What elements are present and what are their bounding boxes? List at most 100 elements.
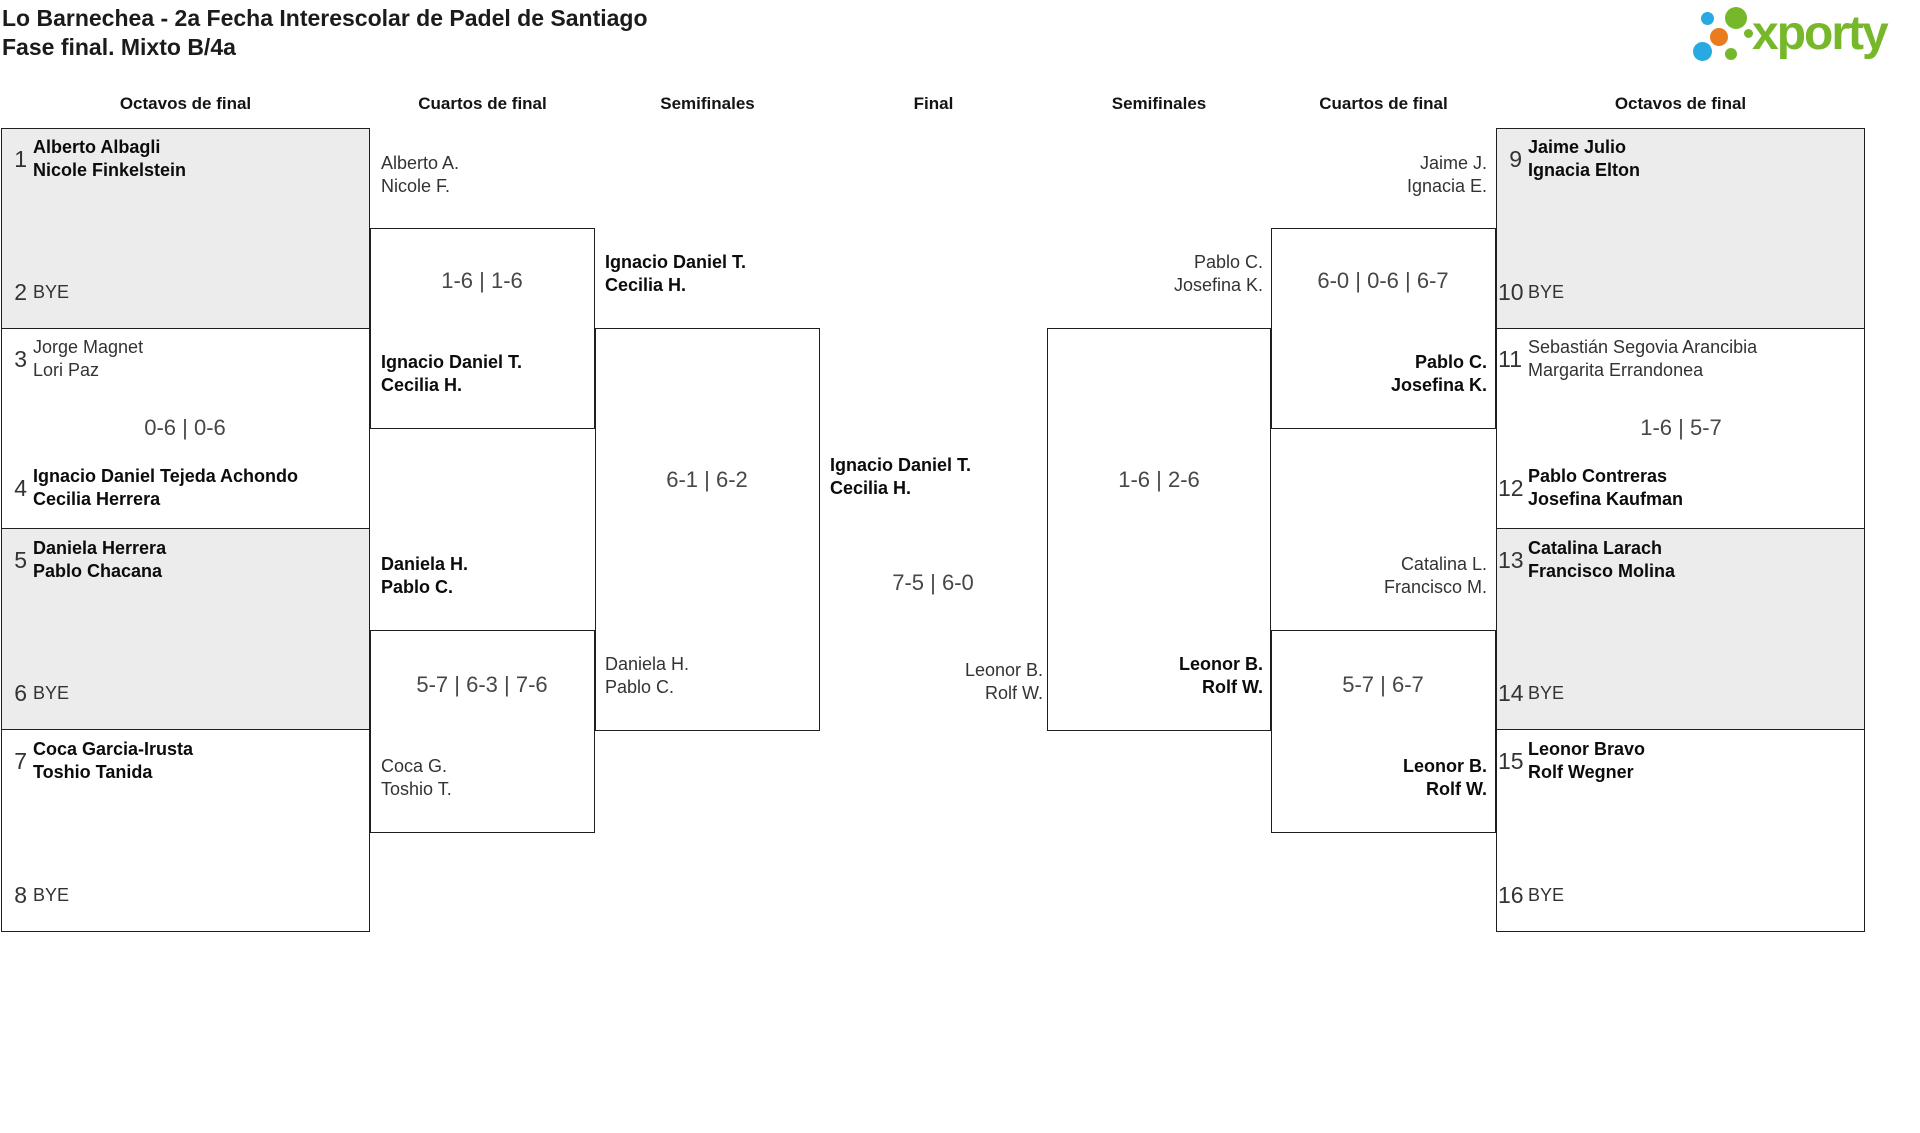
logo-dot-green-large-icon xyxy=(1725,7,1747,29)
seed-number: 9 xyxy=(1509,145,1522,172)
cuartos-left-box-2 xyxy=(370,630,595,833)
logo-wordmark: xporty xyxy=(1752,7,1889,60)
page-title-line-2: Fase final. Mixto B/4a xyxy=(2,34,236,60)
team-name: BYE xyxy=(1528,885,1565,905)
octavos-right-box-11-12 xyxy=(1496,328,1865,529)
seed-number: 8 xyxy=(14,882,27,908)
octavos-left-box-1-2 xyxy=(1,128,370,329)
logo-dot-orange-icon xyxy=(1710,28,1728,46)
seed-number: 11 xyxy=(1498,345,1522,372)
cuartos-left-2-top-team: Daniela H.Pablo C. xyxy=(381,554,469,597)
score-cuartos-right-1: 6-0 | 0-6 | 6-7 xyxy=(1317,268,1449,293)
team-name: BYE xyxy=(33,683,70,703)
header-semifinales-right: Semifinales xyxy=(1111,94,1207,113)
seed-number: 3 xyxy=(14,345,27,372)
score-semifinal-right: 1-6 | 2-6 xyxy=(1118,467,1200,492)
seed-number: 4 xyxy=(14,474,27,501)
octavos-left-box-7-8 xyxy=(1,729,370,932)
cuartos-right-2-top-team: Catalina L.Francisco M. xyxy=(1383,554,1487,597)
cuartos-left-box-1 xyxy=(370,228,595,429)
seed-number: 14 xyxy=(1498,680,1524,706)
seed-number: 7 xyxy=(14,747,27,774)
header-semifinales-left: Semifinales xyxy=(660,94,755,113)
score-final: 7-5 | 6-0 xyxy=(892,570,974,595)
seed-number: 2 xyxy=(14,279,27,305)
seed-number: 10 xyxy=(1498,279,1524,305)
team-name: BYE xyxy=(1528,282,1565,302)
score-octavos-right: 1-6 | 5-7 xyxy=(1640,415,1722,440)
seed-number: 12 xyxy=(1498,474,1524,501)
final-top-team: Ignacio Daniel T.Cecilia H. xyxy=(830,455,972,498)
cuartos-right-box-1 xyxy=(1271,228,1496,429)
semifinal-left-box xyxy=(595,328,820,731)
slot-seed-8: 8 BYE xyxy=(3,882,69,909)
page-title-line-1: Lo Barnechea - 2a Fecha Interescolar de … xyxy=(2,5,648,31)
seed-number: 5 xyxy=(14,546,27,573)
header-cuartos-right: Cuartos de final xyxy=(1319,94,1448,113)
cuartos-right-1-top-team: Jaime J.Ignacia E. xyxy=(1406,153,1487,196)
semifinal-left-bottom-team: Daniela H.Pablo C. xyxy=(605,654,690,697)
team-name: BYE xyxy=(1528,683,1565,703)
octavos-right-box-15-16 xyxy=(1496,729,1865,932)
score-semifinal-left: 6-1 | 6-2 xyxy=(666,467,748,492)
final-bottom-team: Leonor B.Rolf W. xyxy=(964,660,1043,703)
octavos-right-box-9-10 xyxy=(1496,128,1865,329)
semifinal-right-bottom-team: Leonor B.Rolf W. xyxy=(1179,654,1263,697)
logo-dot-green-tiny-icon xyxy=(1744,29,1753,38)
slot-seed-16: 16 BYE xyxy=(1498,882,1564,909)
header-cuartos-left: Cuartos de final xyxy=(418,94,547,113)
score-cuartos-left-2: 5-7 | 6-3 | 7-6 xyxy=(416,672,548,697)
cuartos-right-2-bottom-team: Leonor B.Rolf W. xyxy=(1403,756,1487,799)
semifinal-left-top-team: Ignacio Daniel T.Cecilia H. xyxy=(605,252,747,295)
semifinal-right-top-team: Pablo C.Josefina K. xyxy=(1173,252,1263,295)
octavos-left-box-5-6 xyxy=(1,528,370,730)
semifinal-right-box xyxy=(1047,328,1271,731)
score-cuartos-left-1: 1-6 | 1-6 xyxy=(441,268,523,293)
cuartos-right-box-2 xyxy=(1271,630,1496,833)
score-octavos-left: 0-6 | 0-6 xyxy=(144,415,226,440)
slot-seed-2: 2 BYE xyxy=(3,279,69,306)
cuartos-left-2-bottom-team: Coca G.Toshio T. xyxy=(381,756,452,799)
slot-seed-10: 10 BYE xyxy=(1498,279,1564,306)
cuartos-right-1-bottom-team: Pablo C.Josefina K. xyxy=(1390,352,1487,395)
logo-dot-blue-small-icon xyxy=(1701,12,1714,25)
seed-number: 1 xyxy=(14,145,27,172)
logo-dot-green-small-icon xyxy=(1725,48,1737,60)
logo-dot-blue-large-icon xyxy=(1693,42,1712,61)
header-octavos-right: Octavos de final xyxy=(1614,94,1747,113)
seed-number: 6 xyxy=(14,680,27,706)
page-title: Lo Barnechea - 2a Fecha Interescolar de … xyxy=(2,4,648,62)
team-name: BYE xyxy=(33,282,70,302)
seed-number: 15 xyxy=(1498,747,1524,774)
score-cuartos-right-2: 5-7 | 6-7 xyxy=(1342,672,1424,697)
cuartos-left-1-top-team: Alberto A.Nicole F. xyxy=(381,153,460,196)
cuartos-left-1-bottom-team: Ignacio Daniel T.Cecilia H. xyxy=(381,352,523,395)
header-octavos-left: Octavos de final xyxy=(119,94,252,113)
header-final: Final xyxy=(913,94,954,113)
slot-seed-6: 6 BYE xyxy=(3,680,69,707)
seed-number: 13 xyxy=(1498,546,1524,573)
seed-number: 16 xyxy=(1498,882,1524,908)
octavos-left-box-3-4 xyxy=(1,328,370,529)
xporty-logo[interactable]: xporty xyxy=(1688,2,1908,68)
